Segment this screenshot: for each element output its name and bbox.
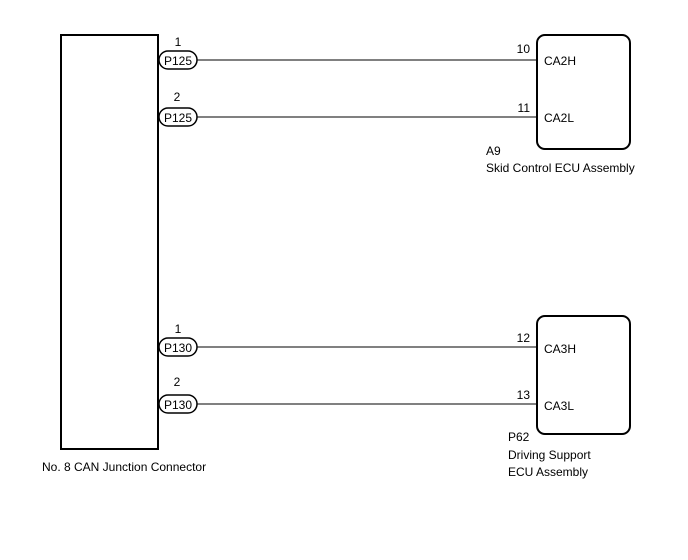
junction-pin-number: 2 [174, 90, 181, 104]
ecu-code-driving-support: P62 [508, 430, 530, 444]
ecu-pin-number: 13 [517, 388, 531, 402]
wire-ca3l: P130 2 13 CA3L [158, 375, 574, 414]
ecu-signal-name: CA2L [544, 111, 574, 125]
wire-ca3h: P130 1 12 CA3H [158, 322, 576, 357]
wire-ca2h: P125 1 10 CA2H [158, 35, 576, 70]
ecu-code-skid-control: A9 [486, 144, 501, 158]
junction-connector-box [60, 34, 159, 450]
junction-pin-number: 1 [175, 322, 182, 336]
junction-connector-label: No. 8 CAN Junction Connector [42, 460, 206, 474]
ecu-name-driving-support-line2: ECU Assembly [508, 465, 588, 479]
connector-code: P130 [164, 398, 192, 412]
ecu-pin-number: 11 [518, 101, 531, 115]
connector-code: P130 [164, 341, 192, 355]
ecu-signal-name: CA3L [544, 399, 574, 413]
connector-code: P125 [164, 111, 192, 125]
ecu-pin-number: 10 [517, 42, 531, 56]
ecu-box-skid-control [536, 34, 631, 150]
connector-pill [158, 107, 198, 127]
connector-code: P125 [164, 54, 192, 68]
ecu-signal-name: CA3H [544, 342, 576, 356]
connector-pill [158, 394, 198, 414]
connector-pill [158, 337, 198, 357]
wire-ca2l: P125 2 11 CA2L [158, 90, 574, 127]
ecu-pin-number: 12 [517, 331, 531, 345]
ecu-name-skid-control: Skid Control ECU Assembly [486, 161, 635, 175]
junction-pin-number: 2 [174, 375, 181, 389]
ecu-name-driving-support-line1: Driving Support [508, 448, 591, 462]
junction-pin-number: 1 [175, 35, 182, 49]
ecu-signal-name: CA2H [544, 54, 576, 68]
ecu-box-driving-support [536, 315, 631, 435]
connector-pill [158, 50, 198, 70]
